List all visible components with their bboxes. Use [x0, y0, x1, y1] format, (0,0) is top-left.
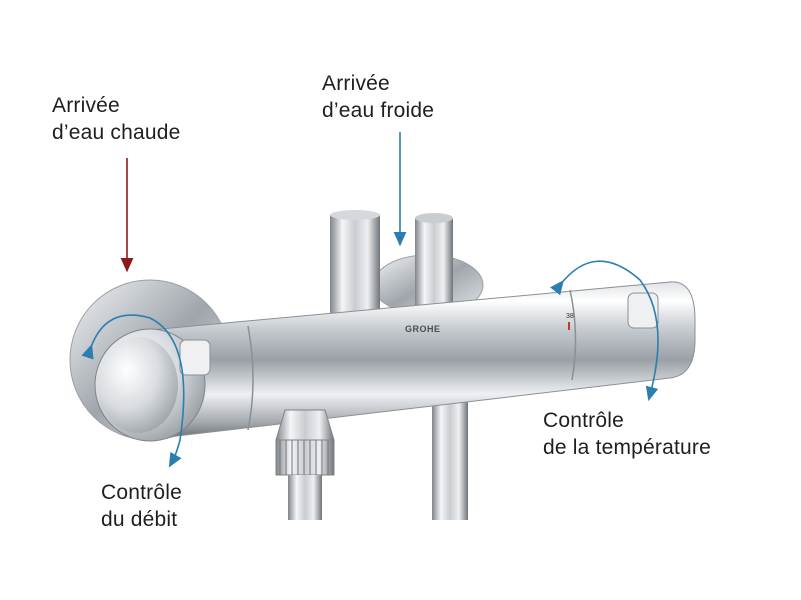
label-flow-line2: du débit — [101, 508, 178, 531]
label-cold-inlet: Arrivée d’eau froide — [322, 70, 434, 124]
flow-knob-grip — [179, 339, 211, 376]
lower-shower-pipe — [432, 390, 468, 520]
red-indicator — [568, 322, 570, 330]
temp-knob-grip — [627, 292, 659, 329]
label-cold-inlet-line2: d’eau froide — [322, 99, 435, 122]
label-hot-inlet: Arrivée d’eau chaude — [52, 92, 181, 146]
label-hot-inlet-line2: d’eau chaude — [52, 121, 181, 144]
label-temperature-control: Contrôle de la température — [543, 407, 711, 461]
label-flow-line1: Contrôle — [101, 481, 182, 504]
hose-nut — [275, 439, 335, 476]
label-hot-inlet-line1: Arrivée — [52, 94, 120, 117]
label-cold-inlet-line1: Arrivée — [322, 72, 390, 95]
riser-pipe — [330, 215, 380, 320]
label-temperature-line2: de la température — [543, 436, 711, 459]
label-flow-control: Contrôle du débit — [101, 479, 182, 533]
hose — [288, 475, 322, 520]
brand-logo: GROHE — [405, 324, 441, 334]
label-temperature-line1: Contrôle — [543, 409, 624, 432]
temp-mark: 38 — [566, 313, 574, 320]
flow-rotation-arrow — [81, 314, 185, 468]
temp-rotation-arrow — [550, 260, 659, 402]
